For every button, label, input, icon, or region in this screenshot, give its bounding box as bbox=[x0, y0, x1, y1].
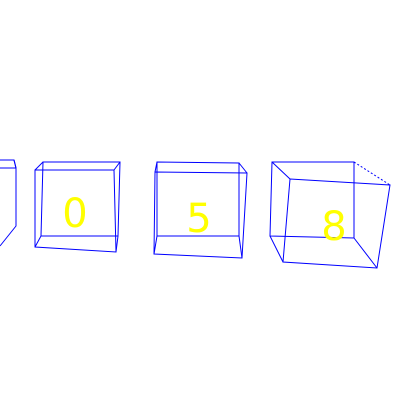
box-edge bbox=[353, 237, 378, 269]
box-edge bbox=[115, 235, 119, 253]
box-edge bbox=[153, 235, 158, 255]
box-edge bbox=[269, 235, 284, 263]
box-edge bbox=[13, 159, 17, 169]
box-edge bbox=[113, 161, 121, 171]
box-digit: 5 bbox=[186, 196, 211, 242]
box-edge bbox=[34, 161, 44, 171]
box-edge bbox=[238, 235, 243, 259]
box-edge bbox=[238, 162, 248, 174]
wireframe-box-partial[interactable] bbox=[0, 159, 17, 247]
box-edges bbox=[0, 159, 17, 247]
box-digit: 0 bbox=[62, 191, 87, 237]
wireframe-box-0[interactable]: 0 bbox=[34, 161, 121, 253]
box-edge bbox=[271, 161, 291, 180]
box-edge bbox=[34, 235, 42, 248]
wireframe-box-5[interactable]: 5 bbox=[153, 161, 248, 259]
box-edge-hidden bbox=[353, 161, 391, 186]
box-edge bbox=[154, 161, 158, 173]
box-digit: 8 bbox=[321, 204, 346, 250]
wireframe-box-8[interactable]: 8 bbox=[269, 161, 391, 269]
